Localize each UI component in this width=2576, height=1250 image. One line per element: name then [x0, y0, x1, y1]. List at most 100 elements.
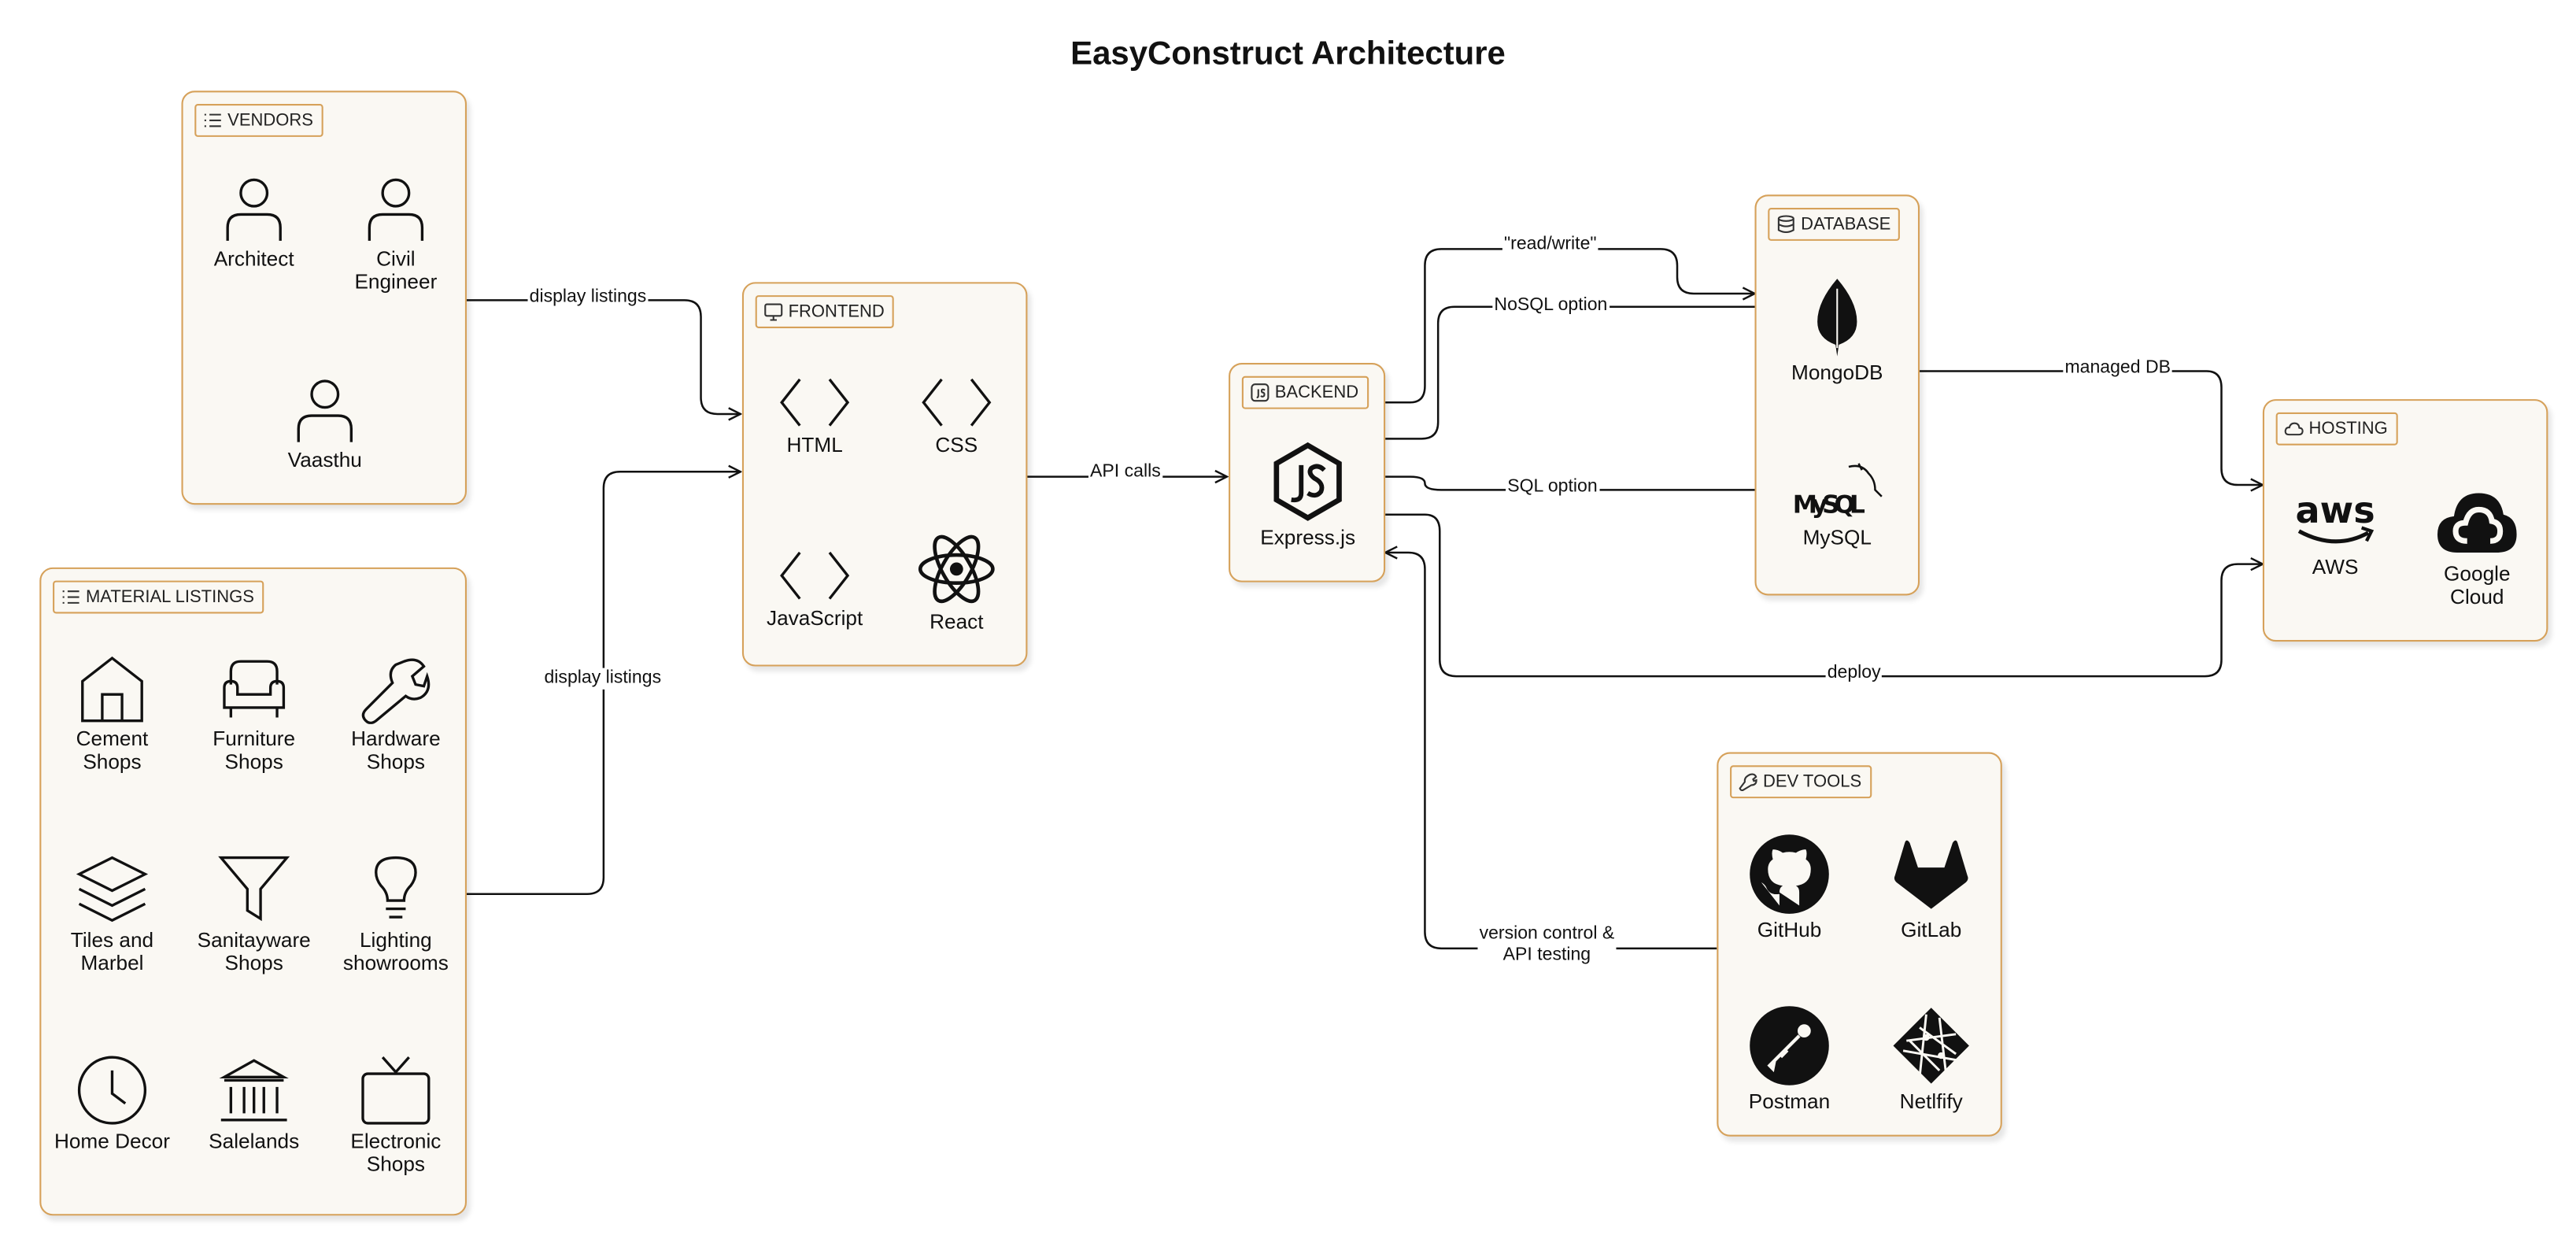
mongodb-icon [1817, 279, 1857, 357]
list-icon [62, 590, 79, 604]
edge-label-vendors-frontend: display listings [527, 287, 649, 309]
vendors-group: VENDORS Architect Civil Engineer Vaasthu [181, 91, 467, 505]
material-furniture-shops-label: Furniture Shops [213, 727, 296, 774]
hosting-aws-label: AWS [2312, 556, 2359, 579]
mysql-icon: MySQL [1793, 463, 1883, 520]
hosting-tag-label: HOSTING [2308, 419, 2388, 439]
material-electronic-shops-label: Electronic Shops [350, 1130, 442, 1177]
aws-logo-text: aws [2296, 489, 2375, 531]
nodejs-icon [1273, 442, 1342, 521]
database-mysql-label: MySQL [1802, 526, 1872, 549]
hosting-aws[interactable]: aws AWS [2253, 486, 2418, 579]
edge-backend-mysql [1385, 475, 1798, 490]
database-mongodb[interactable]: MongoDB [1755, 276, 1920, 384]
google-cloud-icon [2437, 493, 2517, 553]
frontend-html-label: HTML [786, 434, 843, 457]
frontend-tag: FRONTEND [755, 295, 895, 328]
edge-backend-mongodb-nosql [1385, 307, 1798, 440]
backend-expressjs-label: Express.js [1260, 526, 1356, 549]
material-tiles-marbel[interactable]: Tiles and Marbel [30, 852, 195, 974]
frontend-javascript-label: JavaScript [766, 607, 863, 631]
vendor-architect[interactable]: Architect [172, 175, 337, 271]
frontend-css[interactable]: CSS [874, 375, 1040, 457]
edge-devtools-backend [1385, 553, 1717, 950]
frontend-css-label: CSS [935, 434, 978, 457]
material-tiles-marbel-label: Tiles and Marbel [70, 928, 154, 975]
backend-tag-label: BACKEND [1274, 383, 1359, 403]
material-listings-group: MATERIAL LISTINGS Cement Shops Furniture… [39, 567, 467, 1216]
edge-label-frontend-backend: API calls [1088, 461, 1162, 483]
gitlab-icon [1894, 840, 1968, 909]
vendor-civil-engineer-label: Civil Engineer [354, 247, 438, 294]
backend-expressjs[interactable]: Express.js [1225, 440, 1391, 549]
material-cement-shops-label: Cement Shops [76, 727, 149, 774]
devtools-postman[interactable]: Postman [1707, 1004, 1872, 1113]
frontend-javascript[interactable]: JavaScript [732, 548, 897, 631]
frontend-group: FRONTEND HTML CSS JavaScript React [741, 282, 1028, 667]
database-icon [1777, 215, 1794, 233]
funnel-icon [218, 856, 290, 922]
material-lighting-showrooms[interactable]: Lighting showrooms [313, 852, 479, 974]
github-icon [1750, 834, 1829, 914]
material-electronic-shops[interactable]: Electronic Shops [313, 1054, 479, 1176]
frontend-html[interactable]: HTML [732, 375, 897, 457]
database-mysql[interactable]: MySQL MySQL [1755, 460, 1920, 549]
netlify-icon [1893, 1008, 1969, 1084]
edge-label-sql: SQL option [1506, 476, 1599, 498]
devtools-github[interactable]: GitHub [1707, 833, 1872, 941]
material-salelands[interactable]: Salelands [172, 1054, 337, 1153]
hosting-google-cloud[interactable]: Google Cloud [2395, 486, 2560, 608]
js-file-icon [1251, 383, 1270, 402]
code-icon [922, 378, 992, 427]
material-listings-tag-label: MATERIAL LISTINGS [85, 586, 254, 608]
devtools-github-label: GitHub [1757, 919, 1822, 942]
devtools-group: DEV TOOLS GitHub GitLab Postman Netlfify [1717, 752, 2002, 1137]
material-sanitayware-shops[interactable]: Sanitayware Shops [172, 852, 337, 974]
person-icon [368, 178, 424, 241]
house-icon [81, 656, 143, 723]
edge-mongodb-hosting [1917, 370, 2263, 485]
wrench-icon [1739, 773, 1757, 792]
vendor-civil-engineer[interactable]: Civil Engineer [313, 175, 479, 294]
devtools-postman-label: Postman [1748, 1090, 1831, 1114]
hosting-tag: HOSTING [2275, 412, 2398, 446]
database-group: DATABASE MongoDB MySQL MySQL [1754, 194, 1920, 596]
postman-icon [1750, 1006, 1829, 1085]
devtools-gitlab[interactable]: GitLab [1849, 833, 2014, 941]
backend-tag: BACKEND [1241, 375, 1369, 409]
backend-group: BACKEND Express.js [1229, 362, 1386, 582]
react-icon [918, 534, 995, 604]
edge-label-managed-db: managed DB [2063, 357, 2173, 379]
material-home-decor-label: Home Decor [54, 1130, 170, 1153]
person-icon [226, 178, 282, 241]
mysql-logo-text: MySQL [1793, 491, 1865, 520]
landmark-icon [219, 1059, 289, 1122]
vendor-vaasthu[interactable]: Vaasthu [242, 376, 408, 472]
edge-label-devtools: version control & API testing [1477, 923, 1617, 967]
frontend-tag-label: FRONTEND [788, 301, 885, 322]
monitor-icon [764, 303, 783, 321]
list-icon [204, 113, 221, 128]
material-cement-shops[interactable]: Cement Shops [30, 652, 195, 774]
code-icon [780, 551, 850, 600]
frontend-react-label: React [930, 610, 984, 634]
devtools-tag: DEV TOOLS [1730, 765, 1872, 799]
edge-label-readwrite: "read/write" [1502, 234, 1598, 256]
material-lighting-showrooms-label: Lighting showrooms [342, 928, 449, 975]
wrench-icon [361, 658, 431, 724]
material-hardware-shops[interactable]: Hardware Shops [313, 652, 479, 774]
devtools-gitlab-label: GitLab [1901, 919, 1962, 942]
database-tag-label: DATABASE [1801, 214, 1891, 235]
code-icon [780, 378, 850, 427]
material-listings-tag: MATERIAL LISTINGS [53, 580, 264, 614]
database-mongodb-label: MongoDB [1791, 361, 1883, 385]
material-home-decor[interactable]: Home Decor [30, 1054, 195, 1153]
edge-vendors-frontend [464, 299, 741, 414]
edge-label-materials-frontend: display listings [542, 668, 663, 690]
material-furniture-shops[interactable]: Furniture Shops [172, 652, 337, 774]
lightbulb-icon [375, 856, 417, 919]
frontend-react[interactable]: React [874, 531, 1040, 634]
devtools-netlify[interactable]: Netlfify [1849, 1004, 2014, 1113]
tv-icon [361, 1056, 431, 1125]
edge-label-nosql: NoSQL option [1492, 295, 1610, 317]
